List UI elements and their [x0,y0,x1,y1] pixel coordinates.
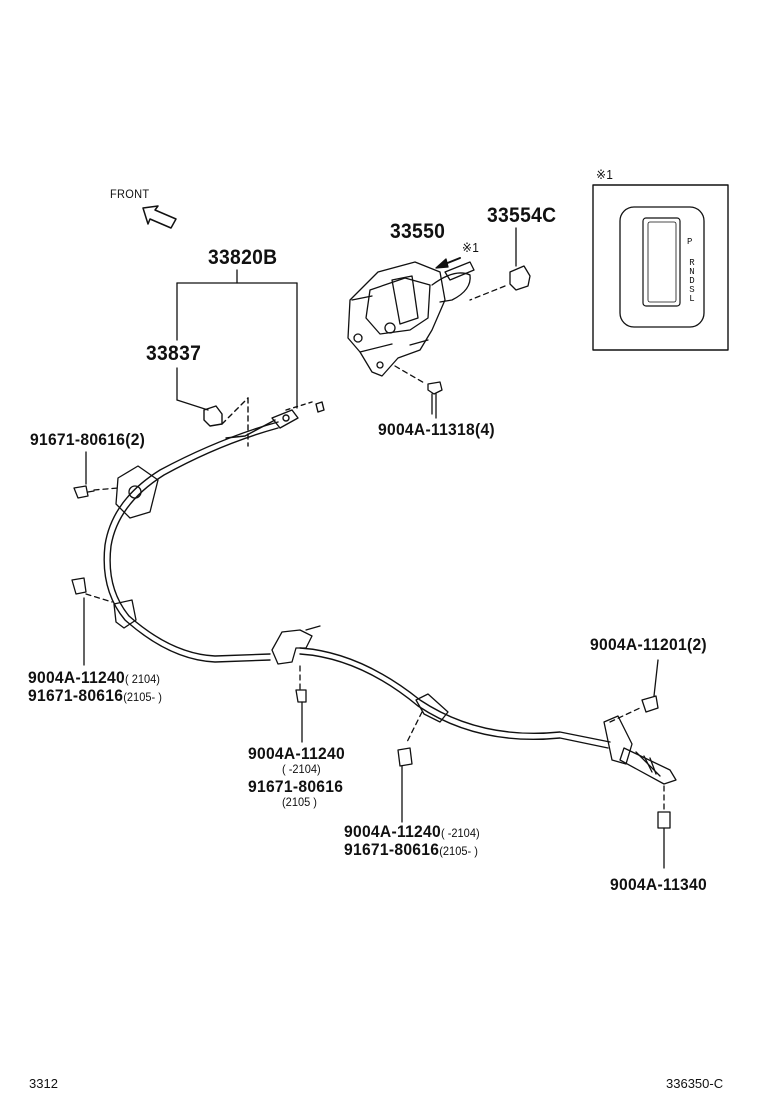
shift-lever-assembly [347,261,475,377]
inset-pointer-arrow-icon [435,257,461,269]
part-9004A-11201[interactable]: 9004A-11201(2) [590,635,707,654]
front-label: FRONT [110,187,150,201]
bolt-left-9004A-11240 [71,577,137,666]
footer-left-code: 3312 [29,1076,58,1091]
footer-right-code: 336350-C [666,1076,724,1091]
part-33550-inset-mark: ※1 [462,240,480,255]
part-left-91671-80616[interactable]: 91671-80616(2105- ) [28,686,162,705]
part-left-9004A-11240[interactable]: 9004A-11240( 2104) [28,668,160,687]
inset-shift-letters: RNDSL [687,258,697,303]
part-mid-91671-80616[interactable]: 91671-80616 [248,777,344,796]
front-arrow-icon [142,205,177,229]
part-33820B[interactable]: 33820B [208,246,278,269]
cable-bracket-upper [73,451,159,519]
knob-33554C [469,227,531,301]
part-33554C[interactable]: 33554C [487,204,557,227]
transmission-control-cable [103,397,611,749]
bracket-33820B [176,269,298,411]
part-mid-9004A-11240[interactable]: 9004A-11240 [248,744,345,763]
cable-bracket-center [271,625,321,743]
inset-shift-letter-p: P [687,237,693,247]
part-mid-91671-80616-range: (2105 ) [282,795,317,809]
part-91671-80616-qty2[interactable]: 91671-80616(2) [30,430,146,449]
part-low-9004A-11240[interactable]: 9004A-11240( -2104) [344,822,480,841]
part-9004A-11318[interactable]: 9004A-11318(4) [378,420,495,439]
cable-end-bracket [603,659,677,869]
cable-clip-mid [397,693,449,823]
part-33550[interactable]: 33550 [390,220,446,243]
shift-indicator-inset [592,184,729,351]
part-mid-9004A-11240-range: ( -2104) [282,762,321,776]
bolt-9004A-11318 [394,365,443,419]
part-33837[interactable]: 33837 [146,342,202,365]
inset-mark: ※1 [596,167,614,182]
part-low-91671-80616[interactable]: 91671-80616(2105- ) [344,840,478,859]
part-9004A-11340[interactable]: 9004A-11340 [610,875,707,894]
